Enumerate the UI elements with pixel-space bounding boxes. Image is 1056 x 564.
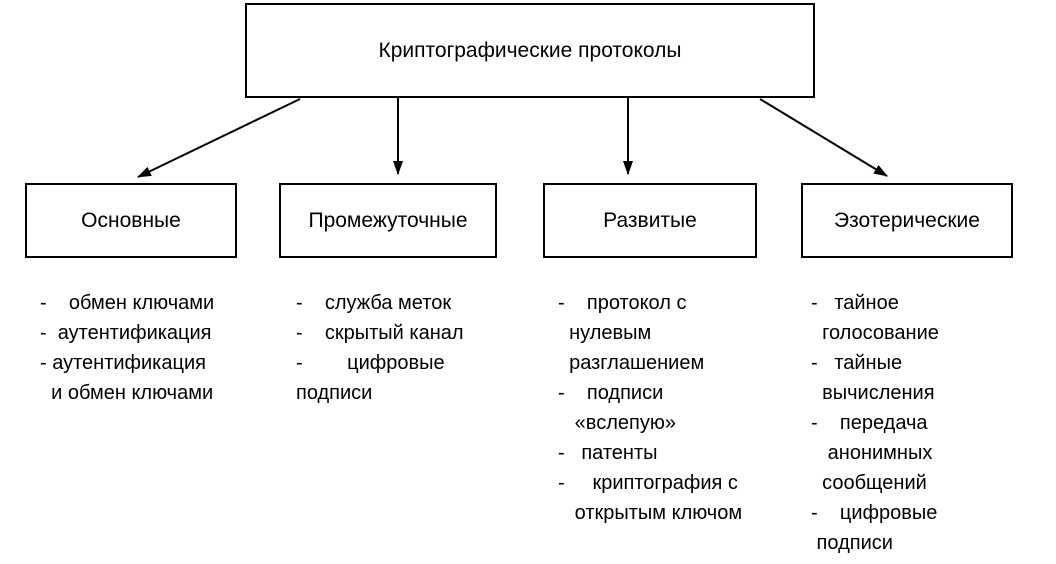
category-list-intermediate: - служба меток - скрытый канал - цифровы… [296, 288, 464, 408]
list-line: - тайные [811, 352, 903, 374]
list-line: - аутентификация [40, 322, 212, 344]
category-list-esoteric: - тайное голосование - тайные вычисления… [811, 288, 939, 558]
arrow-to-esoteric [759, 98, 888, 177]
list-line: вычисления [811, 382, 935, 404]
category-label: Развитые [603, 208, 697, 232]
category-list-advanced: - протокол с нулевым разглашением - подп… [558, 288, 742, 528]
category-list-basic: - обмен ключами - аутентификация - аутен… [40, 288, 214, 408]
list-line: голосование [811, 322, 939, 344]
category-node-esoteric: Эзотерические [801, 183, 1013, 258]
list-line: - тайное [811, 292, 899, 314]
list-line: сообщений [811, 472, 927, 494]
list-line: - патенты [558, 442, 658, 464]
list-line: открытым ключом [558, 502, 743, 524]
list-line: - служба меток [296, 292, 452, 314]
category-node-advanced: Развитые [543, 183, 757, 258]
list-line: - подписи [558, 382, 664, 404]
category-node-intermediate: Промежуточные [279, 183, 497, 258]
list-line: и обмен ключами [40, 382, 214, 404]
category-label: Основные [81, 208, 181, 232]
list-line: анонимных [811, 442, 933, 464]
arrow-to-basic [137, 98, 301, 178]
root-node-label: Криптографические протоколы [378, 38, 682, 62]
root-node: Криптографические протоколы [245, 3, 815, 98]
list-line: - цифровые [811, 502, 938, 524]
list-line: - передача [811, 412, 928, 434]
list-line: - скрытый канал [296, 322, 464, 344]
list-line: подписи [811, 532, 893, 554]
category-node-basic: Основные [25, 183, 237, 258]
category-label: Промежуточные [308, 208, 468, 232]
list-line: - криптография с [558, 472, 738, 494]
list-line: - цифровые [296, 352, 445, 374]
list-line: «вслепую» [558, 412, 676, 434]
category-label: Эзотерические [834, 208, 980, 232]
list-line: подписи [296, 382, 373, 404]
list-line: - протокол с [558, 292, 687, 314]
list-line: нулевым [558, 322, 652, 344]
list-line: - обмен ключами [40, 292, 215, 314]
list-line: разглашением [558, 352, 705, 374]
list-line: - аутентификация [40, 352, 206, 374]
